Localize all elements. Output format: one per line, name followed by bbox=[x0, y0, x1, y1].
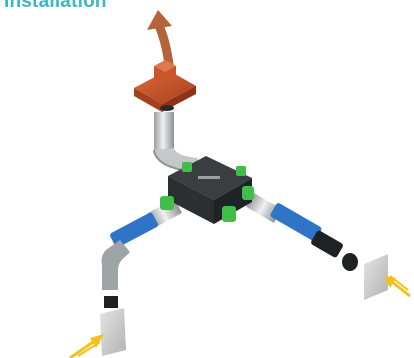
air-inlet-arrow-icon bbox=[70, 334, 104, 358]
roof-terminal-icon bbox=[134, 60, 196, 112]
left-duct bbox=[102, 199, 182, 308]
right-grille bbox=[364, 254, 388, 300]
left-grille bbox=[100, 308, 126, 356]
right-duct bbox=[246, 193, 358, 271]
